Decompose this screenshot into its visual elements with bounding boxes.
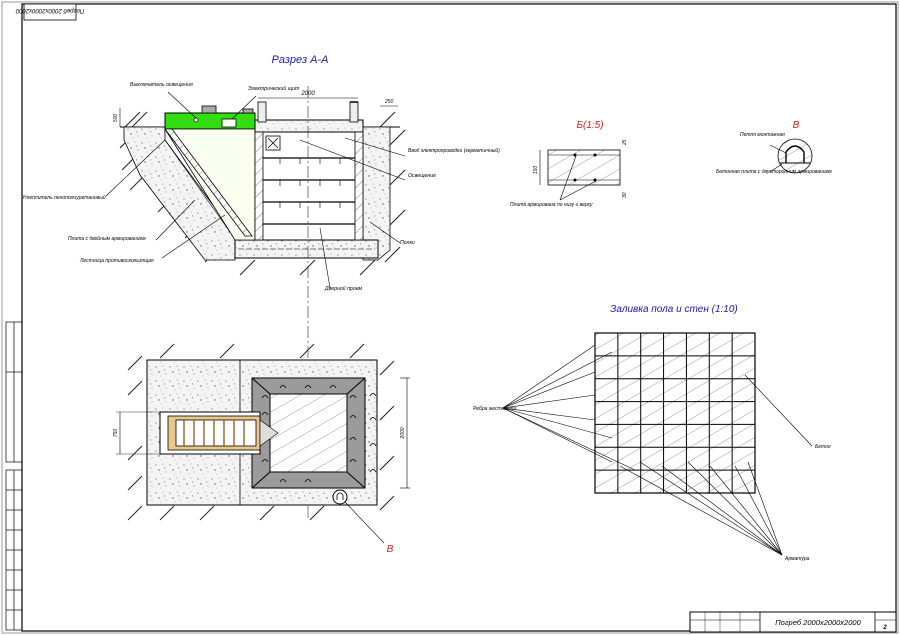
label-switch: Выключатель освещения: [130, 82, 193, 88]
label-cable-entry: Ввод электропроводки (герметичный): [408, 147, 500, 154]
loop-marks: [261, 385, 377, 483]
dim-plan-ladder: 750: [113, 429, 119, 438]
shelves: [263, 157, 355, 225]
sheet-number: 2: [882, 625, 887, 631]
plan-view: В 2000 750: [113, 343, 410, 555]
ribs-leader: [502, 371, 596, 409]
soil-left: [123, 126, 236, 261]
detail-v: В Петля монтажная Бетонная плита с двуст…: [716, 120, 832, 175]
switch-icon: [193, 117, 199, 123]
title-block: Погреб 2000х2000х2000 2: [689, 611, 897, 633]
rebar-leader: [734, 465, 783, 556]
ribs-leader: [502, 407, 636, 471]
slab-section: [547, 149, 621, 186]
marker-circle: [332, 489, 348, 505]
rebar-leader: [619, 465, 783, 556]
loop-icon: [785, 145, 805, 163]
section-aa: Разрез А-А: [22, 54, 500, 520]
label-slab-v: Бетонная плита с двусторонним армировани…: [716, 169, 832, 175]
label-concrete: Бетон: [815, 444, 831, 450]
label-ladder: Лестница противоскользящая: [79, 258, 154, 264]
ribs-leader: [502, 407, 596, 421]
rebar-leader: [687, 461, 783, 556]
label-rebar: Арматура: [784, 556, 810, 562]
ribs-leader: [502, 344, 596, 409]
dim-b-top: 25: [622, 139, 628, 146]
panel-box: [221, 118, 237, 128]
label-b: Плита армирована по низу и верху: [510, 202, 593, 208]
pour-grid: Заливка пола и стен (1:10) Ребра жесткос…: [473, 304, 831, 562]
label-panel: Электрический щит: [248, 85, 300, 92]
label-shelves: Полки: [400, 240, 415, 246]
ladder-strip: [164, 128, 253, 237]
label-slab: Плита с двойным армированием: [68, 235, 146, 242]
ribs-leader: [502, 407, 613, 439]
label-loop: Петля монтажная: [740, 132, 785, 138]
ribs-leader: [502, 394, 596, 409]
ribs-leader: [502, 351, 613, 409]
label-door: Дверной проем: [324, 285, 363, 292]
dim-left-top: 500: [113, 114, 119, 123]
roof-slab-green: [164, 112, 256, 130]
loop-circle: [777, 138, 813, 174]
rebar-leader: [709, 465, 783, 556]
label-ribs: Ребра жесткости: [473, 406, 516, 412]
dim-b-bottom: 30: [622, 192, 628, 198]
label-lighting: Освещение: [408, 173, 436, 179]
section-aa-title: Разрез А-А: [272, 54, 329, 66]
door-hatch: [201, 105, 217, 114]
label-insulation: Утеплитель пенополиуретановый: [22, 194, 106, 201]
dim-b-height: 150: [533, 166, 539, 175]
stamp-code: Погреб 2000х2000х2000: [15, 7, 84, 13]
ribs-leader: [502, 407, 613, 463]
detail-v-title: В: [793, 120, 800, 131]
rebar-leader: [639, 461, 783, 556]
rotated-stamp: Погреб 2000х2000х2000: [15, 3, 84, 21]
dim-right-top: 250: [384, 99, 394, 105]
dim-plan-side: 2000: [400, 427, 406, 439]
detail-b: Б(1:5) 150 25 30 Плита армирована по низ…: [510, 120, 628, 208]
rebar-leader: [747, 461, 783, 556]
plan-marker: В: [387, 544, 394, 555]
lamp-icon: [265, 135, 281, 151]
detail-b-title: Б(1:5): [576, 120, 603, 131]
title-name: Погреб 2000х2000х2000: [775, 618, 861, 627]
side-table: [5, 321, 23, 631]
rebar-leader: [661, 465, 783, 556]
pour-title: Заливка пола и стен (1:10): [610, 304, 738, 315]
